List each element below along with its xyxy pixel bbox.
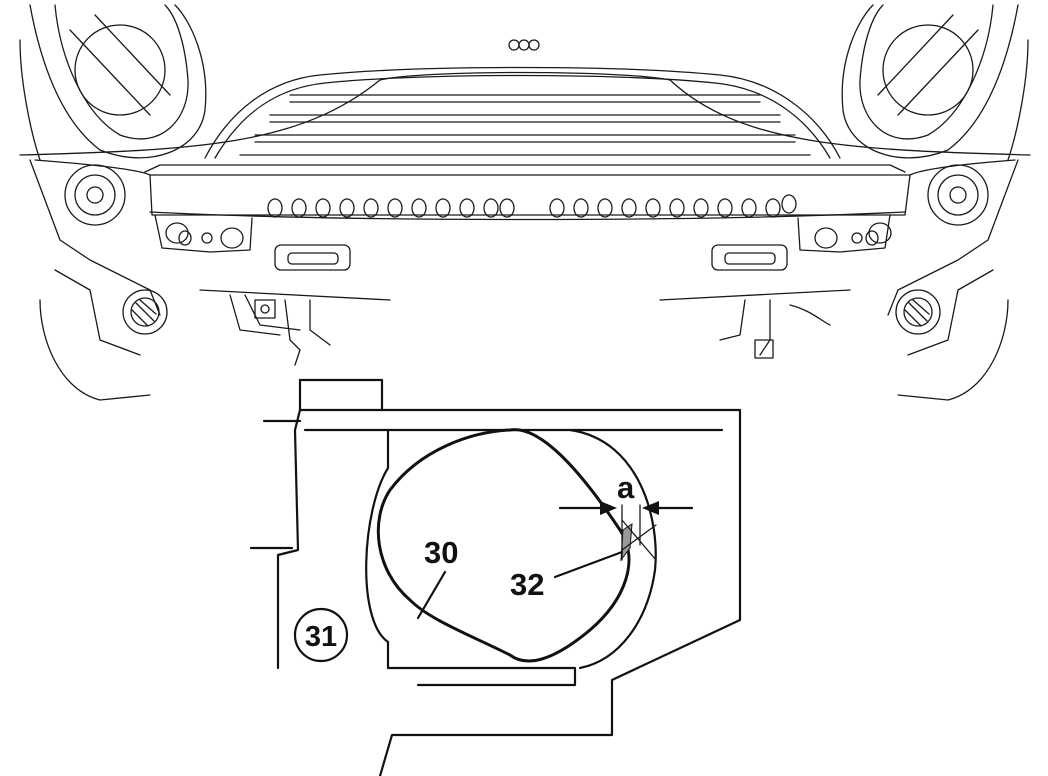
bracket-outline <box>298 378 742 776</box>
brand-badge <box>508 39 540 51</box>
label-a: a <box>617 470 635 505</box>
bumper-vent-holes <box>267 194 797 218</box>
hood-line <box>19 71 1031 156</box>
inner-plate <box>365 428 577 687</box>
right-headlight <box>841 4 1029 161</box>
car-front-view <box>19 4 1031 401</box>
label-32: 32 <box>510 567 544 602</box>
label-31: 31 <box>305 621 337 653</box>
front-bumper <box>34 159 1016 221</box>
dimension-arrows <box>558 501 694 515</box>
radiator-grille <box>204 66 841 159</box>
right-fog-lamp <box>887 159 1019 401</box>
lower-bumper <box>154 214 892 366</box>
label-30: 30 <box>424 535 458 570</box>
callout-31-circle <box>293 607 349 663</box>
left-headlight <box>19 4 207 161</box>
leader-30 <box>416 570 447 620</box>
fog-lamp-lens <box>376 428 631 663</box>
lamp-housing <box>568 428 657 670</box>
leader-32 <box>553 550 624 579</box>
left-fog-lamp <box>29 159 168 401</box>
detail-view <box>249 378 742 776</box>
